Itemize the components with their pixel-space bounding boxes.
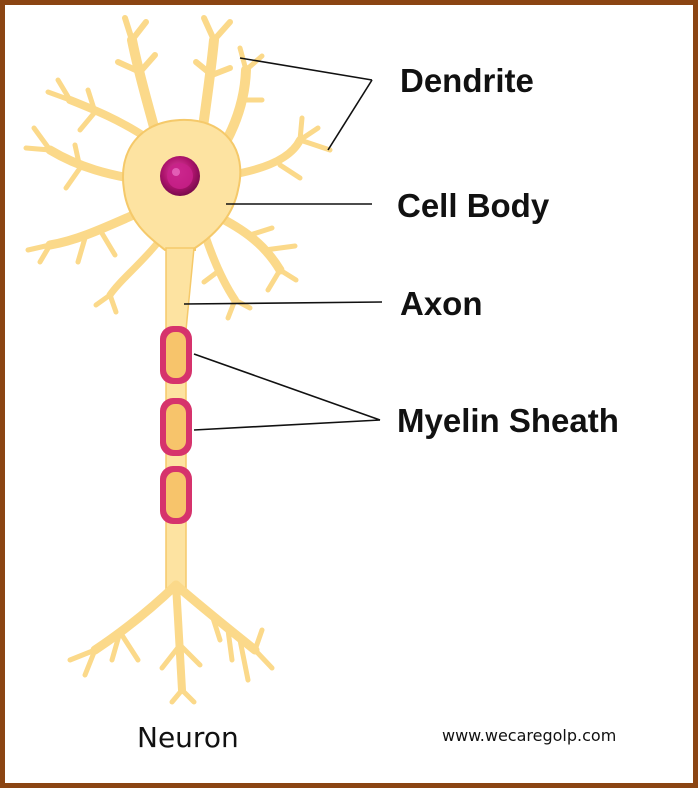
diagram-caption: Neuron: [137, 721, 239, 754]
leader-line-myelin-upper: [193, 353, 381, 421]
label-myelin-sheath: Myelin Sheath: [397, 402, 619, 439]
leader-line-myelin-lower: [193, 419, 381, 431]
leader-lines: [183, 57, 383, 431]
label-axon: Axon: [400, 285, 483, 322]
source-credit: www.wecaregolp.com: [442, 726, 617, 745]
label-dendrite: Dendrite: [400, 62, 534, 99]
leader-line-axon: [183, 301, 383, 305]
leader-line-dendrite-upper: [239, 57, 373, 81]
label-cell-body: Cell Body: [397, 187, 550, 224]
leader-line-dendrite-lower: [327, 79, 373, 151]
myelin-sheaths: [160, 326, 192, 524]
axon-terminals: [67, 580, 275, 705]
